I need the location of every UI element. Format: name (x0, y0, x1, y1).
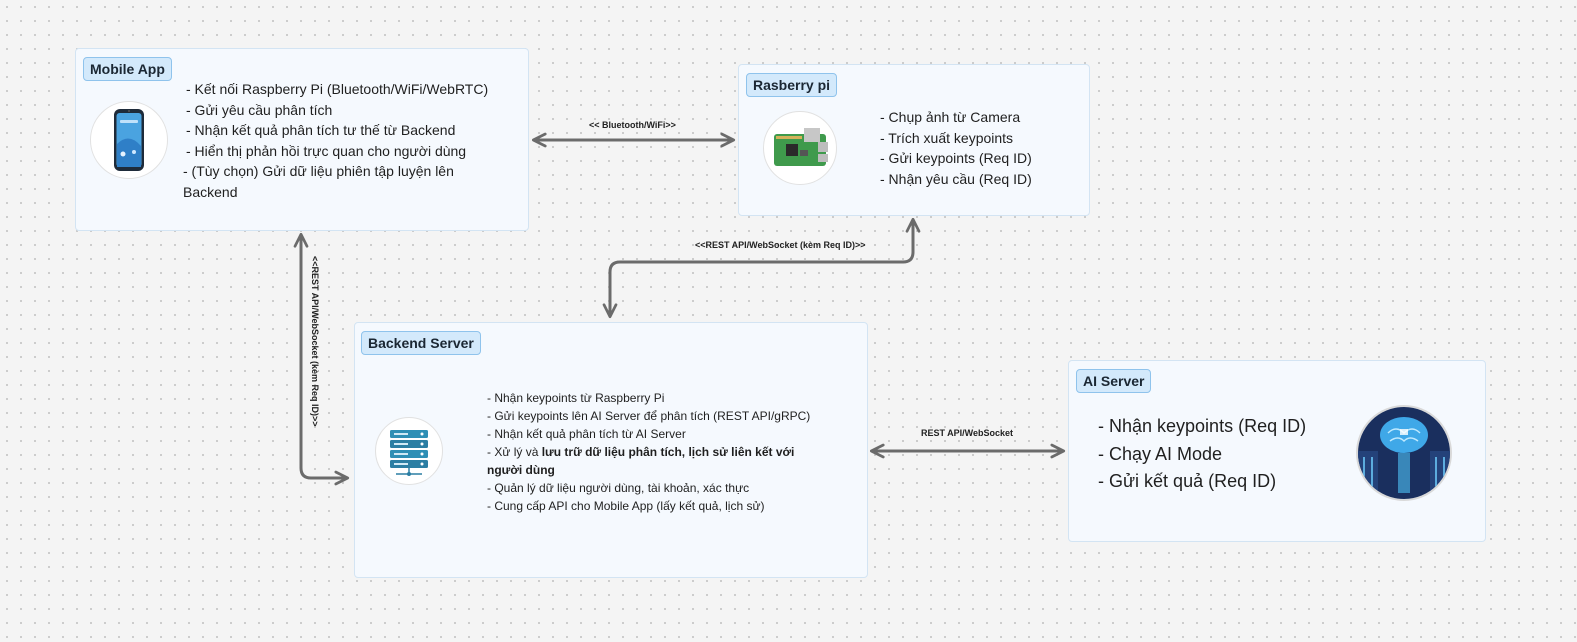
list-item: - Kết nối Raspberry Pi (Bluetooth/WiFi/W… (186, 81, 489, 97)
list-item: - Gửi keypoints (Req ID) (880, 150, 1032, 167)
ai-server-responsibilities: - Nhận keypoints (Req ID) - Chạy AI Mode… (1098, 413, 1306, 496)
list-item: Backend (183, 183, 238, 200)
ai-server-title: AI Server (1076, 369, 1152, 393)
arrow-mobile-backend (293, 232, 350, 486)
list-item-bold: người dùng (487, 463, 555, 477)
raspberry-pi-box: Rasberry pi - Chụp ảnh từ Camera - Trích… (738, 64, 1090, 216)
backend-server-title: Backend Server (361, 331, 481, 355)
list-item: - Trích xuất keypoints (880, 129, 1014, 146)
list-item: - Gửi yêu cầu phân tích (186, 101, 333, 118)
list-item-continuation: người dùng (487, 461, 810, 479)
list-item: - Nhận kết quả phân tích tư thế từ Backe… (186, 122, 456, 138)
arrow-raspberry-backend (602, 217, 921, 319)
raspberry-backend-connection-label: <<REST API/WebSocket (kèm Req ID)>> (695, 240, 866, 250)
mobile-backend-connection-label: <<REST API/WebSocket (kèm Req ID)>> (310, 256, 320, 427)
list-item: - Quản lý dữ liệu người dùng, tài khoản,… (487, 481, 750, 495)
smartphone-icon (90, 101, 168, 179)
raspberry-pi-title: Rasberry pi (746, 73, 838, 97)
list-item: - Gửi keypoints lên AI Server để phân tí… (487, 409, 811, 423)
backend-server-responsibilities: - Nhận keypoints từ Raspberry Pi - Gửi k… (487, 389, 810, 515)
ai-server-box: AI Server - Nhận keypoints (Req ID) - Ch… (1068, 360, 1486, 542)
mobile-raspberry-connection-label: << Bluetooth/WiFi>> (589, 120, 676, 130)
mobile-app-title: Mobile App (83, 57, 172, 81)
list-item-prefix: - Xử lý và (487, 445, 542, 459)
raspberry-pi-responsibilities: - Chụp ảnh từ Camera - Trích xuất keypoi… (880, 107, 1032, 190)
list-item: - Nhận keypoints từ Raspberry Pi (487, 391, 665, 405)
mobile-app-box: Mobile App - Kết nối Raspberry Pi (Bluet… (75, 48, 529, 231)
list-item: - Xử lý và lưu trữ dữ liệu phân tích, lị… (487, 443, 810, 461)
raspberry-pi-board-icon (763, 111, 837, 185)
ai-brain-datacenter-icon (1356, 405, 1452, 501)
list-item: - Hiển thị phản hồi trực quan cho người … (186, 142, 467, 159)
mobile-app-responsibilities: - Kết nối Raspberry Pi (Bluetooth/WiFi/W… (183, 79, 489, 202)
backend-server-box: Backend Server - Nhận keypoints từ Raspb… (354, 322, 868, 578)
list-item: - Nhận kết quả phân tích từ AI Server (487, 427, 686, 441)
backend-ai-connection-label: REST API/WebSocket (921, 428, 1014, 438)
list-item: - Cung cấp API cho Mobile App (lấy kết q… (487, 499, 765, 513)
list-item: - Chụp ảnh từ Camera (880, 109, 1021, 125)
list-item: - (Tùy chọn) Gửi dữ liệu phiên tập luyện… (183, 163, 454, 179)
list-item: - Nhận yêu cầu (Req ID) (880, 171, 1032, 188)
server-rack-icon (375, 417, 443, 485)
list-item: - Nhận keypoints (Req ID) (1098, 416, 1307, 436)
list-item-bold: lưu trữ dữ liệu phân tích, lịch sử liên … (541, 445, 795, 459)
list-item: - Gửi kết quả (Req ID) (1098, 471, 1277, 491)
list-item: - Chạy AI Mode (1098, 443, 1223, 464)
